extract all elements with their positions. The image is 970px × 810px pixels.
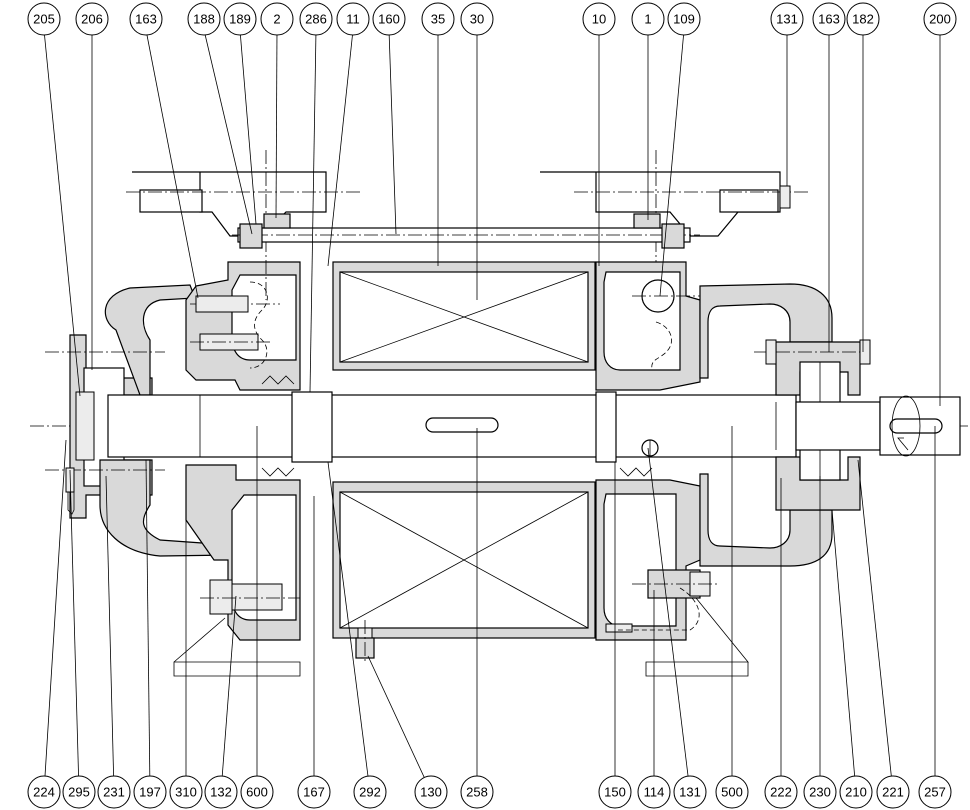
top-label-6: 286 <box>305 12 327 27</box>
top-label-2: 163 <box>135 12 157 27</box>
bottom-label-4: 310 <box>175 785 197 800</box>
bottom-bubble-3 <box>133 775 167 809</box>
top-bubble-9 <box>421 2 455 36</box>
bottom-bubble-18 <box>876 775 910 809</box>
rotor-assembly <box>107 261 797 639</box>
bottom-label-7: 167 <box>303 785 325 800</box>
left-end-cover <box>45 284 233 557</box>
top-label-9: 35 <box>431 12 445 27</box>
bottom-label-6: 600 <box>246 785 268 800</box>
top-bubble-6 <box>299 2 333 36</box>
top-bubble-8 <box>372 2 406 36</box>
bottom-bubble-11 <box>598 775 632 809</box>
bottom-bubble-19 <box>918 775 952 809</box>
top-bubble-7 <box>336 2 370 36</box>
bottom-bubble-12 <box>637 775 671 809</box>
bottom-label-9: 130 <box>420 785 442 800</box>
bottom-bubble-7 <box>297 775 331 809</box>
top-bubble-1 <box>75 2 109 36</box>
bottom-label-0: 224 <box>33 785 55 800</box>
bottom-label-14: 500 <box>721 785 743 800</box>
bottom-bubble-16 <box>803 775 837 809</box>
bottom-bubble-17 <box>839 775 873 809</box>
right-bearing-housing <box>699 283 961 567</box>
top-ports <box>126 150 810 300</box>
leader-lines <box>43 29 941 793</box>
callouts-bottom: 224 295 231 197 310 132 600 167 292 130 258 150 114 1… <box>27 775 952 809</box>
bottom-label-11: 150 <box>604 785 626 800</box>
bottom-label-19: 257 <box>924 785 946 800</box>
bottom-label-18: 221 <box>882 785 904 800</box>
bottom-bubble-13 <box>673 775 707 809</box>
bottom-label-3: 197 <box>139 785 161 800</box>
top-label-10: 30 <box>470 12 484 27</box>
top-label-17: 200 <box>929 12 951 27</box>
bottom-bubble-8 <box>353 775 387 809</box>
bottom-bubble-1 <box>62 775 96 809</box>
top-label-3: 188 <box>193 12 215 27</box>
right-casing <box>595 261 749 677</box>
top-bubble-10 <box>460 2 494 36</box>
top-label-16: 182 <box>852 12 874 27</box>
bottom-bubble-4 <box>169 775 203 809</box>
top-bubble-5 <box>260 2 294 36</box>
drain-plug <box>355 620 375 664</box>
top-bubble-0 <box>27 2 61 36</box>
bottom-label-8: 292 <box>359 785 381 800</box>
top-bubble-11 <box>582 2 616 36</box>
top-bubble-12 <box>631 2 665 36</box>
bottom-label-13: 131 <box>679 785 701 800</box>
callouts-top: 205 206 163 188 189 2 286 11 160 35 30 10 1 109 131 163… <box>27 2 957 36</box>
top-label-15: 163 <box>818 12 840 27</box>
top-bubble-15 <box>812 2 846 36</box>
top-bubble-2 <box>129 2 163 36</box>
bottom-bubble-0 <box>27 775 61 809</box>
bottom-label-5: 132 <box>210 785 232 800</box>
top-label-14: 131 <box>776 12 798 27</box>
bottom-bubble-6 <box>240 775 274 809</box>
top-label-13: 109 <box>673 12 695 27</box>
top-label-1: 206 <box>81 12 103 27</box>
top-label-7: 11 <box>346 12 360 27</box>
top-bubble-16 <box>846 2 880 36</box>
bottom-label-2: 231 <box>103 785 125 800</box>
top-bubble-4 <box>223 2 257 36</box>
bottom-label-1: 295 <box>68 785 90 800</box>
top-label-5: 2 <box>273 12 280 27</box>
top-label-11: 10 <box>592 12 606 27</box>
bottom-bubble-14 <box>715 775 749 809</box>
top-bubble-17 <box>923 2 957 36</box>
bottom-bubble-5 <box>204 775 238 809</box>
bottom-bubble-10 <box>460 775 494 809</box>
left-casing <box>173 261 301 677</box>
bottom-label-10: 258 <box>466 785 488 800</box>
bottom-bubble-9 <box>414 775 448 809</box>
bottom-label-16: 230 <box>809 785 831 800</box>
bottom-label-17: 210 <box>845 785 867 800</box>
top-bubble-14 <box>770 2 804 36</box>
bottom-label-12: 114 <box>644 785 665 800</box>
top-bubble-3 <box>187 2 221 36</box>
top-label-4: 189 <box>229 12 251 27</box>
top-label-0: 205 <box>33 12 55 27</box>
bottom-label-15: 222 <box>770 785 792 800</box>
bottom-bubble-15 <box>764 775 798 809</box>
top-label-12: 1 <box>644 12 651 27</box>
bottom-bubble-2 <box>97 775 131 809</box>
top-label-8: 160 <box>378 12 400 27</box>
top-bubble-13 <box>667 2 701 36</box>
